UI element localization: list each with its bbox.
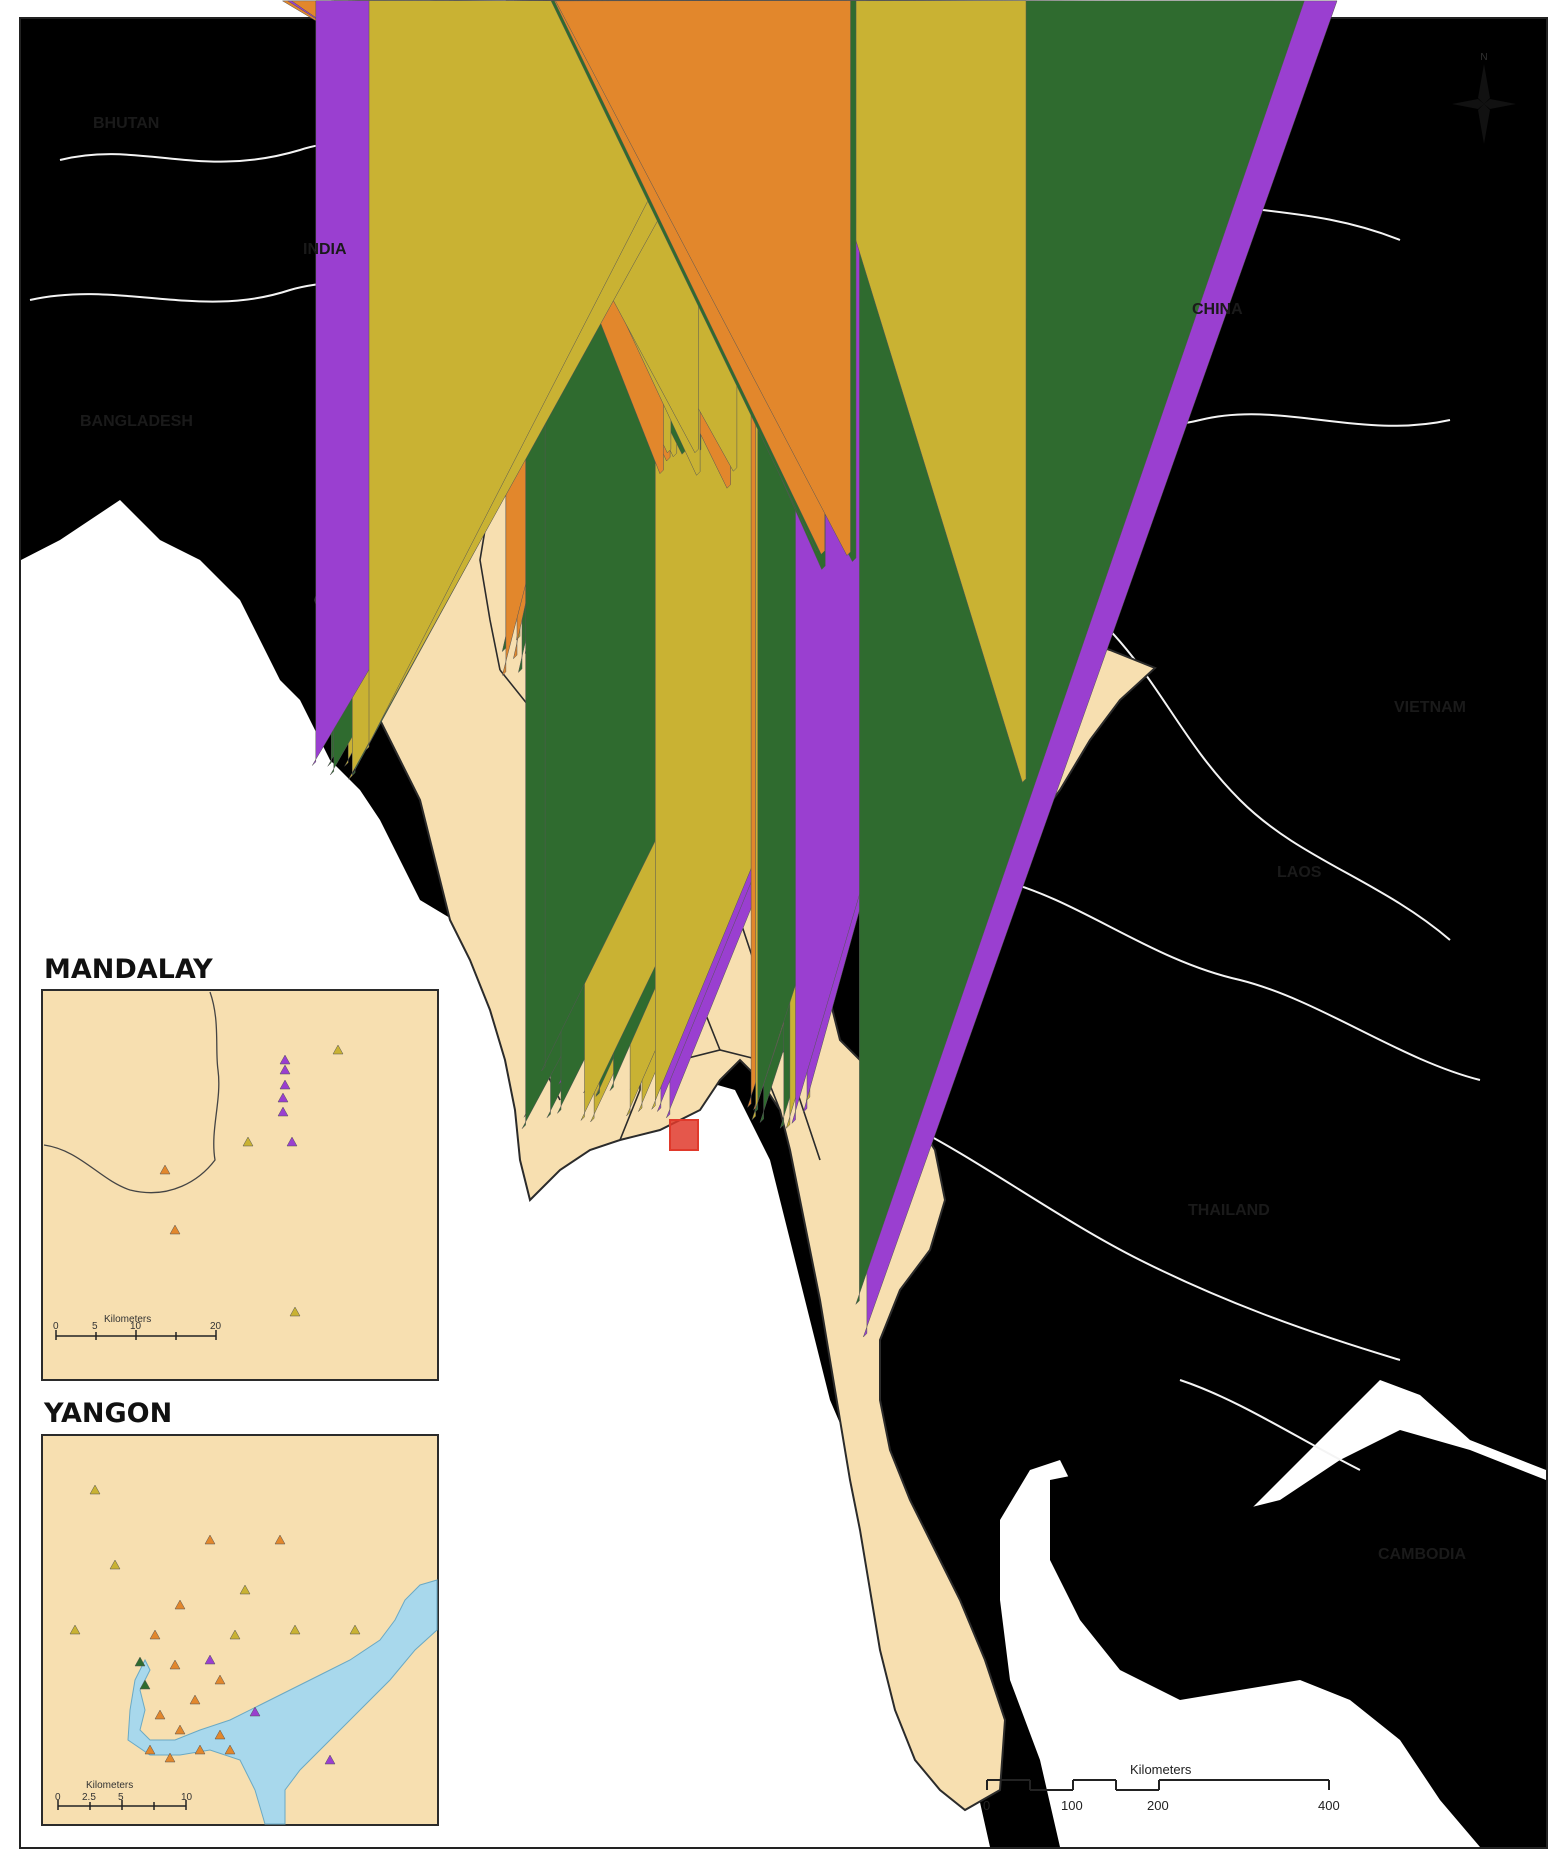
yangon-site-marker [229, 1629, 241, 1640]
yangon-locator-box [669, 1119, 699, 1151]
mandalay-inset-frame [41, 989, 439, 1381]
yangon-site-marker [349, 1624, 361, 1635]
mandalay-site-marker [286, 1136, 298, 1147]
yangon-site-marker [174, 1599, 186, 1610]
yangon-site-marker [324, 1754, 336, 1765]
yangon-site-marker [89, 1484, 101, 1495]
mandalay-scale-tick-20: 20 [210, 1321, 222, 1332]
north-label: N [1480, 52, 1487, 63]
country-label-vietnam: VIETNAM [1394, 699, 1466, 716]
yangon-site-marker [139, 1679, 151, 1690]
yangon-inset-title: YANGON [43, 1398, 172, 1429]
country-label-cambodia: CAMBODIA [1378, 1546, 1466, 1563]
main-scale-unit: Kilometers [1130, 1762, 1192, 1777]
yangon-site-marker [204, 1534, 216, 1545]
yangon-site-marker [239, 1584, 251, 1595]
yangon-site-marker [204, 1654, 216, 1665]
yangon-site-marker [69, 1624, 81, 1635]
yangon-site-marker [169, 1659, 181, 1670]
yangon-site-marker [109, 1559, 121, 1570]
yangon-river [127, 1579, 438, 1825]
main-scale-bar: Kilometers 0 100 200 400 [983, 1762, 1340, 1813]
country-label-bangladesh: BANGLADESH [80, 413, 193, 430]
mandalay-scale-bar: Kilometers 0 5 10 20 [53, 1314, 222, 1340]
yangon-scale-tick-10: 10 [181, 1792, 193, 1803]
yangon-scale-tick-0: 0 [55, 1792, 61, 1803]
mandalay-scale-tick-5: 5 [92, 1321, 98, 1332]
site-marker [555, 0, 851, 556]
mandalay-site-marker [277, 1092, 289, 1103]
yangon-inset: YANGON Kilometers 0 2.5 5 10 [41, 1398, 439, 1826]
mandalay-site-marker [169, 1224, 181, 1235]
yangon-site-marker [189, 1694, 201, 1705]
country-label-india: INDIA [303, 241, 347, 258]
yangon-site-marker [274, 1534, 286, 1545]
mandalay-scale-unit: Kilometers [104, 1314, 151, 1325]
mandalay-site-marker [279, 1064, 291, 1075]
yangon-site-marker [154, 1709, 166, 1720]
mandalay-site-markers [159, 1044, 344, 1317]
main-scale-tick-400: 400 [1318, 1798, 1340, 1813]
country-label-laos: LAOS [1277, 864, 1322, 881]
yangon-site-marker [224, 1744, 236, 1755]
country-label-bhutan: BHUTAN [93, 115, 159, 132]
yangon-site-markers [69, 1484, 361, 1765]
yangon-site-marker [249, 1706, 261, 1717]
yangon-site-marker [164, 1752, 176, 1763]
yangon-scale-bar: Kilometers 0 2.5 5 10 [55, 1780, 193, 1810]
yangon-site-marker [134, 1656, 146, 1667]
mandalay-site-marker [289, 1306, 301, 1317]
site-markers [281, 0, 1338, 1338]
yangon-scale-tick-5: 5 [118, 1792, 124, 1803]
mandalay-river-line [43, 991, 220, 1194]
main-scale-tick-100: 100 [1061, 1798, 1083, 1813]
main-scale-tick-0: 0 [983, 1798, 990, 1813]
mandalay-site-marker [277, 1106, 289, 1117]
yangon-site-marker [214, 1729, 226, 1740]
yangon-site-marker [214, 1674, 226, 1685]
mandalay-site-marker [242, 1136, 254, 1147]
mandalay-inset-title: MANDALAY [44, 954, 213, 985]
north-arrow: N [1452, 52, 1516, 144]
yangon-site-marker [289, 1624, 301, 1635]
mandalay-inset: MANDALAY Kilometers 0 5 10 20 [41, 954, 439, 1381]
mandalay-site-marker [332, 1044, 344, 1055]
yangon-site-marker [194, 1744, 206, 1755]
yangon-inset-frame [41, 1434, 439, 1826]
mandalay-site-marker [279, 1054, 291, 1065]
main-scale-tick-200: 200 [1147, 1798, 1169, 1813]
mandalay-scale-tick-10: 10 [130, 1321, 142, 1332]
yangon-site-marker [149, 1629, 161, 1640]
mandalay-scale-tick-0: 0 [53, 1321, 59, 1332]
mandalay-site-marker [279, 1079, 291, 1090]
country-label-china: CHINA [1192, 301, 1243, 318]
yangon-site-marker [174, 1724, 186, 1735]
country-label-thailand: THAILAND [1188, 1202, 1270, 1219]
neighbor-land-south [1050, 1430, 1546, 1847]
yangon-site-marker [144, 1744, 156, 1755]
yangon-scale-unit: Kilometers [86, 1780, 133, 1791]
yangon-scale-tick-2-5: 2.5 [82, 1792, 96, 1803]
mandalay-site-marker [159, 1164, 171, 1175]
